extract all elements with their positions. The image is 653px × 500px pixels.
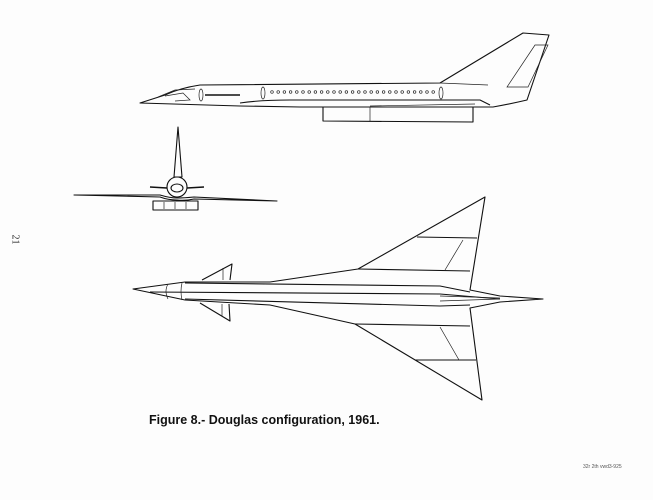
window [375,90,380,94]
window [295,90,299,94]
window [276,90,280,94]
window [313,90,318,94]
cabin-windows [270,90,435,94]
window [388,90,392,94]
window [381,90,386,94]
window [431,90,435,94]
plan-view [132,196,544,401]
window [319,90,324,94]
window [344,90,349,94]
window [394,90,398,94]
window [412,90,417,94]
window [369,90,373,94]
figure-caption: Figure 8.- Douglas configuration, 1961. [149,413,380,427]
window [425,90,429,94]
window [338,90,342,94]
window [270,90,274,94]
window [307,90,311,94]
window [301,90,305,94]
window [326,90,330,94]
window [288,90,293,94]
window [400,90,404,94]
window [419,90,423,94]
scan-code: 32r 2th vwd3-925 [583,464,622,470]
window [363,90,367,94]
page-number: 21 [9,234,21,245]
window [332,90,336,94]
side-view [139,32,550,123]
front-view [73,126,278,211]
window [282,90,287,94]
window [350,90,355,94]
window [406,90,411,94]
window [357,90,361,94]
